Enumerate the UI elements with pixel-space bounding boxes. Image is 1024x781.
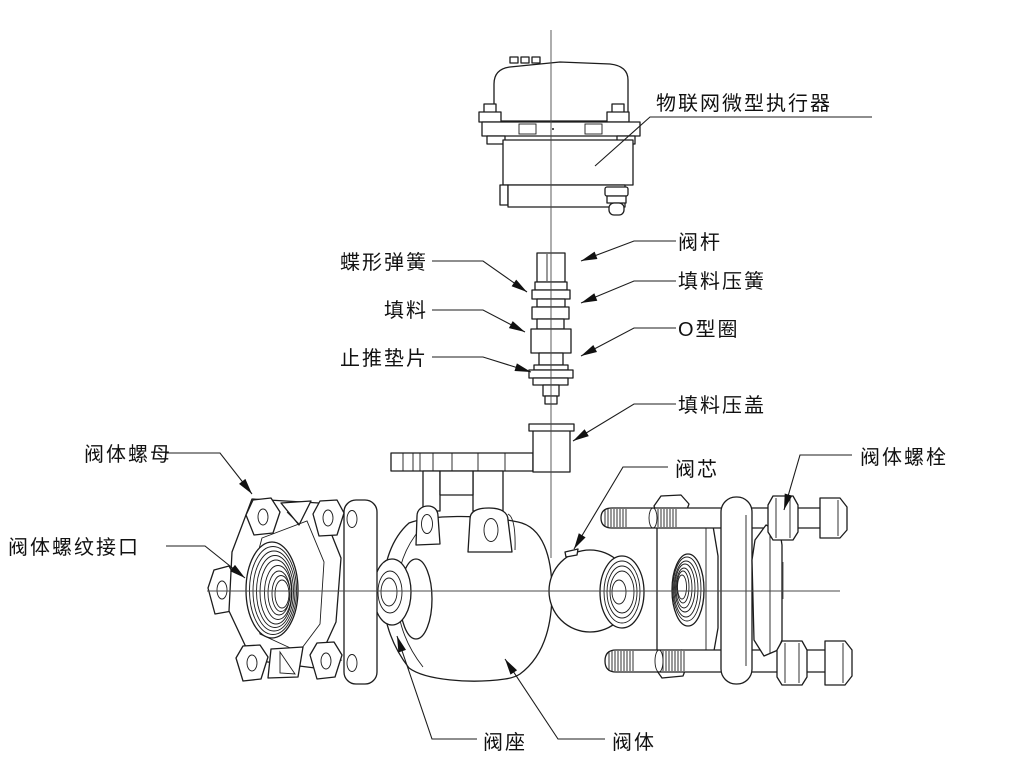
bolt-head-bottom xyxy=(824,640,853,686)
ball-slot xyxy=(564,548,579,558)
label-o-ring: O型圈 xyxy=(678,318,740,341)
labels: 物联网微型执行器 蝶形弹簧 填料 止推垫片 阀杆 填料压簧 O型圈 填料压盖 阀… xyxy=(8,92,948,754)
left-flange-assembly xyxy=(207,497,378,685)
label-body-nut: 阀体螺母 xyxy=(84,443,172,466)
body-bolt-bottom xyxy=(604,649,828,673)
label-body-bolt: 阀体螺栓 xyxy=(860,446,948,469)
label-seat: 阀座 xyxy=(483,731,527,754)
right-flange-assembly xyxy=(600,494,853,686)
centerlines xyxy=(207,30,840,599)
body-ear-right xyxy=(467,507,513,553)
hex-adapter xyxy=(751,524,783,657)
cable-gland xyxy=(604,186,629,216)
packing-spring-part xyxy=(531,306,570,320)
label-packing-gland: 填料压盖 xyxy=(678,394,766,417)
back-plate xyxy=(343,499,378,685)
seat-ring-right xyxy=(599,555,645,629)
label-thrust-washer: 止推垫片 xyxy=(340,347,428,370)
label-packing-spring: 填料压簧 xyxy=(678,270,766,293)
actuator-drawing xyxy=(478,56,641,216)
packing-gland-part xyxy=(528,423,575,473)
label-ball-core: 阀芯 xyxy=(675,458,719,481)
body-ear-left xyxy=(415,505,441,546)
valve-body-part xyxy=(372,505,553,682)
hex-nut-top xyxy=(767,495,799,541)
label-threaded-port: 阀体螺纹接口 xyxy=(8,536,140,559)
label-disc-spring: 蝶形弹簧 xyxy=(340,251,428,274)
mounting-bracket xyxy=(390,452,534,512)
hex-nut-bottom xyxy=(776,640,808,686)
bolt-head-top xyxy=(819,497,848,539)
label-packing: 填料 xyxy=(384,299,428,322)
label-actuator: 物联网微型执行器 xyxy=(656,92,832,115)
valve-seat-part xyxy=(372,558,412,626)
label-stem: 阀杆 xyxy=(678,231,722,254)
label-body: 阀体 xyxy=(612,731,656,754)
leader-lines xyxy=(166,116,872,740)
threaded-port-part xyxy=(245,541,299,639)
